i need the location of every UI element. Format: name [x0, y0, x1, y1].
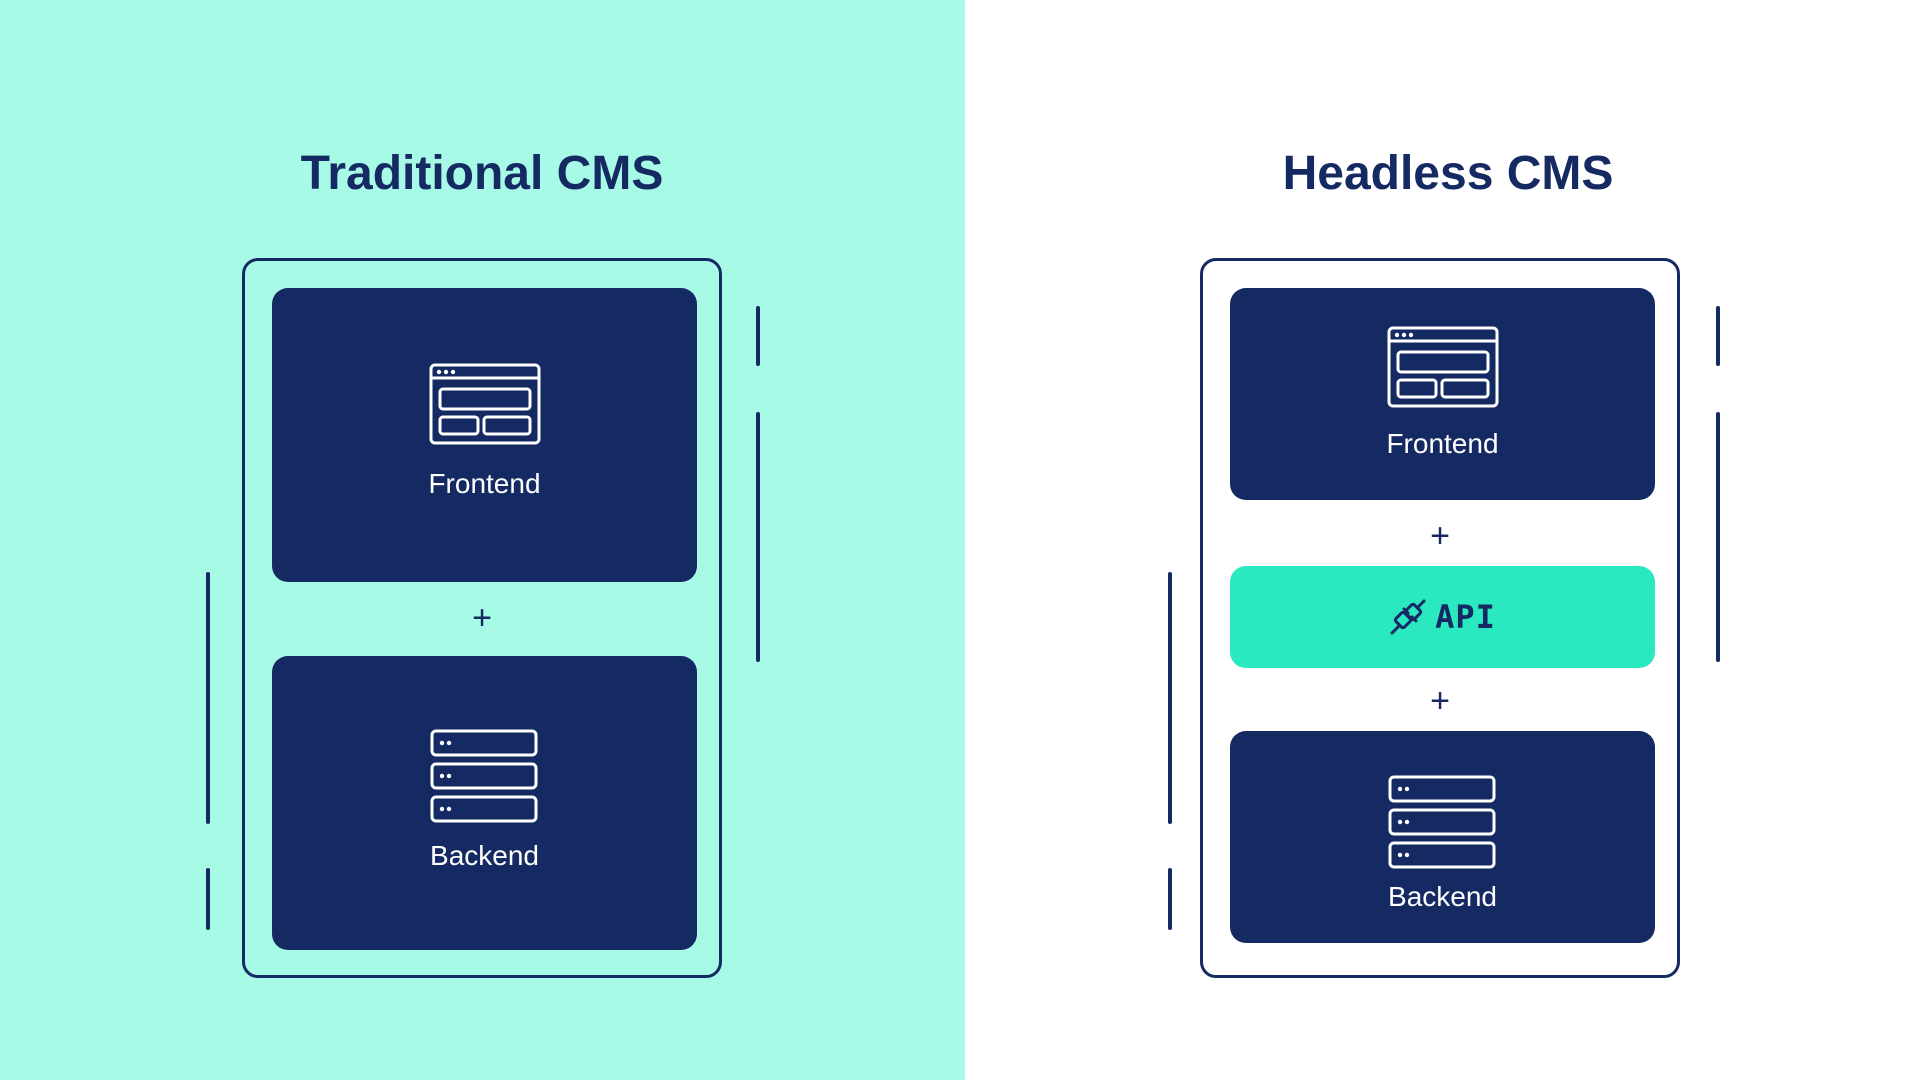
api-label: API — [1435, 598, 1496, 636]
plus-sign: + — [472, 599, 492, 637]
decorative-line — [1716, 412, 1720, 662]
decorative-line — [756, 412, 760, 662]
backend-label: Backend — [1388, 881, 1497, 912]
decorative-line — [756, 306, 760, 366]
headless-cms-panel: Headless CMS Frontend + — [965, 0, 1920, 1080]
traditional-cms-panel: Traditional CMS Frontend + — [0, 0, 965, 1080]
headless-cms-title: Headless CMS — [1282, 147, 1614, 200]
traditional-cms-container: Frontend + Backend — [242, 258, 722, 978]
traditional-cms-title: Traditional CMS — [300, 147, 664, 200]
decorative-line — [206, 868, 210, 930]
frontend-label: Frontend — [428, 468, 541, 499]
server-stack-icon — [430, 729, 538, 823]
api-block: API — [1230, 566, 1655, 668]
backend-label: Backend — [430, 840, 539, 871]
decorative-line — [1168, 868, 1172, 930]
frontend-label: Frontend — [1386, 428, 1499, 459]
server-stack-icon — [1388, 775, 1496, 869]
headless-cms-container: Frontend + API + — [1200, 258, 1680, 978]
browser-window-icon — [1387, 326, 1499, 408]
plus-sign: + — [1430, 517, 1450, 555]
decorative-line — [1716, 306, 1720, 366]
frontend-block: Frontend — [1230, 288, 1655, 500]
plus-sign: + — [1430, 682, 1450, 720]
backend-block: Backend — [1230, 731, 1655, 943]
backend-block: Backend — [272, 656, 697, 950]
decorative-line — [206, 572, 210, 824]
frontend-block: Frontend — [272, 288, 697, 582]
plug-connection-icon — [1390, 599, 1426, 635]
decorative-line — [1168, 572, 1172, 824]
browser-window-icon — [429, 363, 541, 445]
